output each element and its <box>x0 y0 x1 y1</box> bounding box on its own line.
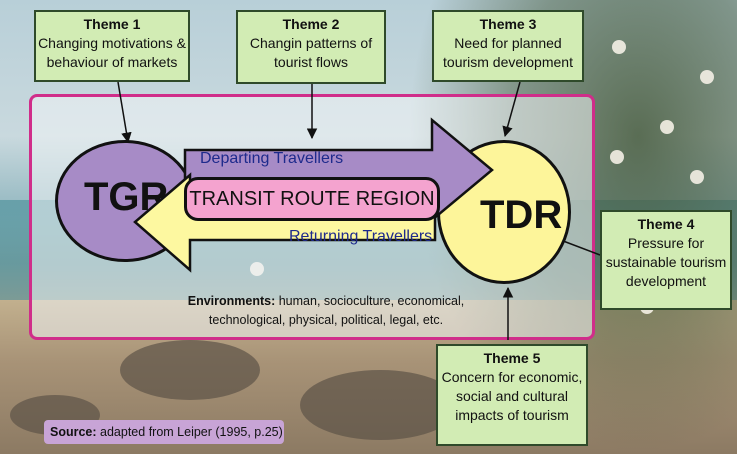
theme-5-box: Theme 5 Concern for economic, social and… <box>436 344 588 446</box>
source-caption: Source: adapted from Leiper (1995, p.25) <box>44 420 284 444</box>
flower-decoration <box>660 120 674 134</box>
theme-1-title: Theme 1 <box>83 16 141 32</box>
theme-4-line1: Pressure for <box>627 235 705 251</box>
flower-decoration <box>690 170 704 184</box>
departing-travellers-label: Departing Travellers <box>200 150 344 167</box>
transit-route-region: TRANSIT ROUTE REGION <box>184 177 440 221</box>
theme-1-line2: behaviour of markets <box>46 54 178 70</box>
returning-travellers-label: Returning Travellers <box>289 228 433 245</box>
source-text: adapted from Leiper (1995, p.25) <box>100 425 283 439</box>
theme-5-title: Theme 5 <box>483 350 541 366</box>
theme-5-line1: Concern for economic, <box>441 369 583 385</box>
theme-3-line1: Need for planned <box>454 35 562 51</box>
theme-3-line2: tourism development <box>443 54 573 70</box>
tdr-label: TDR <box>480 193 563 237</box>
theme-2-line1: Changin patterns of <box>249 35 373 51</box>
theme1-pointer <box>117 81 132 144</box>
environments-line2: technological, physical, political, lega… <box>208 313 444 327</box>
environments-note: Environments: human, socioculture, econo… <box>176 292 476 330</box>
theme-2-box: Theme 2 Changin patterns of tourist flow… <box>236 10 386 84</box>
theme-4-box: Theme 4 Pressure for sustainable tourism… <box>600 210 732 310</box>
environments-label: Environments: <box>187 294 276 308</box>
theme-4-title: Theme 4 <box>637 216 695 232</box>
theme-4-line2: sustainable tourism <box>605 254 727 270</box>
theme-5-line3: impacts of tourism <box>455 407 569 423</box>
theme-1-box: Theme 1 Changing motivations & behaviour… <box>34 10 190 82</box>
theme-4-line3: development <box>625 273 707 289</box>
flower-decoration <box>700 70 714 84</box>
flower-decoration <box>610 150 624 164</box>
rock-decoration <box>300 370 460 440</box>
rock-decoration <box>120 340 260 400</box>
theme-5-line2: social and cultural <box>455 388 569 404</box>
theme-1-line1: Changing motivations & <box>38 35 186 51</box>
environments-line1: human, socioculture, economical, <box>278 294 465 308</box>
theme-2-title: Theme 2 <box>282 16 340 32</box>
theme-2-line2: tourist flows <box>274 54 348 70</box>
theme-3-title: Theme 3 <box>479 16 537 32</box>
source-label: Source: <box>50 425 97 439</box>
theme3-pointer <box>502 81 521 138</box>
flower-decoration <box>612 40 626 54</box>
theme-3-box: Theme 3 Need for planned tourism develop… <box>432 10 584 82</box>
